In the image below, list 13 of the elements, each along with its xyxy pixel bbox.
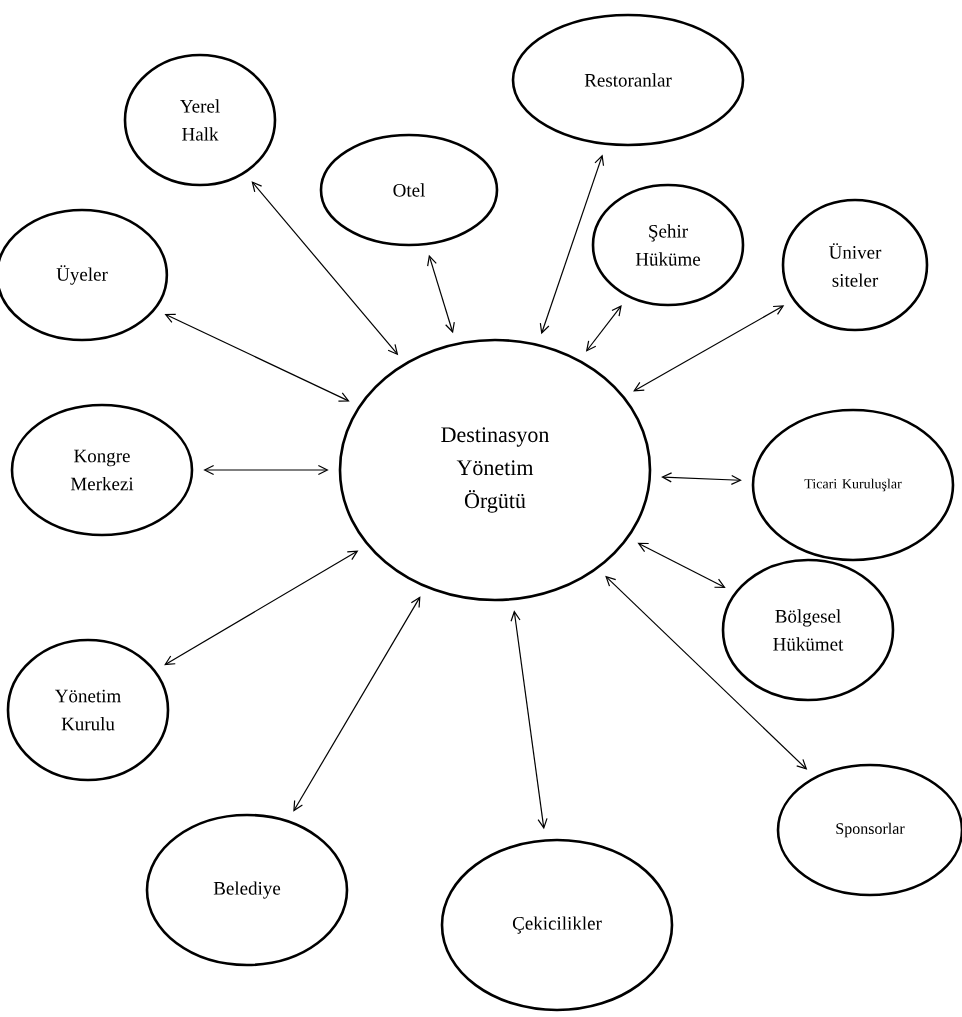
arrow [661, 472, 742, 486]
arrow [293, 596, 421, 812]
arrow [203, 464, 329, 476]
arrow [637, 542, 726, 588]
arrow [633, 305, 785, 392]
arrow [585, 305, 622, 352]
arrow [539, 154, 605, 335]
arrow [164, 550, 359, 666]
arrow [164, 313, 350, 402]
arrow [605, 575, 808, 770]
arrow [251, 181, 399, 356]
arrow [427, 254, 455, 334]
arrow [510, 610, 548, 830]
